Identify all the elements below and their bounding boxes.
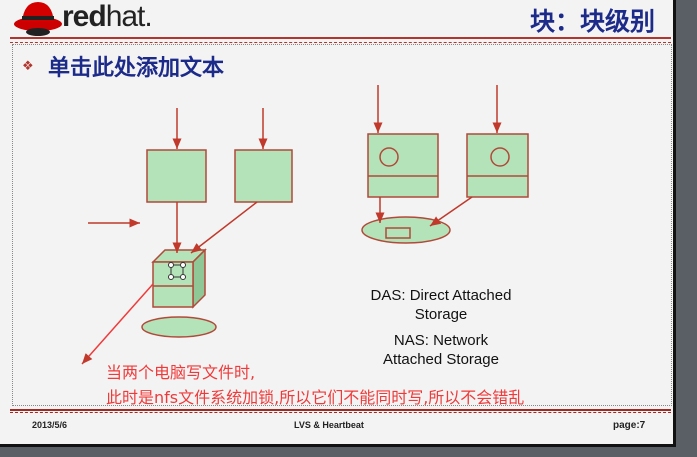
slide-title: 块：块级别 — [529, 7, 655, 36]
footer-divider — [10, 409, 671, 413]
annotation-line-2: 此时是nfs文件系统加锁,所以它们不能同时写,所以不会错乱 — [106, 388, 525, 407]
footer-date: 2013/5/6 — [32, 420, 68, 430]
subtitle[interactable]: 单击此处添加文本 — [48, 56, 225, 81]
logo-text: redhat. — [62, 0, 153, 33]
redhat-logo-icon — [14, 2, 62, 36]
footer-page: page:7 — [613, 420, 646, 431]
storage-cube-front — [152, 261, 194, 308]
das-box-1 — [367, 133, 439, 198]
arrows — [88, 85, 502, 254]
bullet-icon: ❖ — [22, 58, 34, 73]
slide: redhat. 块：块级别 ❖ 单击此处添加文本 DAS: Direct Att… — [0, 0, 676, 447]
computer-box-2 — [234, 149, 293, 203]
storage-diagram — [81, 85, 529, 365]
annotation-arrow — [81, 283, 154, 365]
disk-ellipse — [141, 316, 217, 338]
annotation-line-1: 当两个电脑写文件时, — [106, 363, 256, 382]
header-divider — [10, 37, 671, 43]
computer-box-1 — [146, 149, 207, 203]
content-placeholder[interactable] — [12, 44, 672, 406]
footer-title: LVS & Heartbeat — [294, 420, 364, 430]
